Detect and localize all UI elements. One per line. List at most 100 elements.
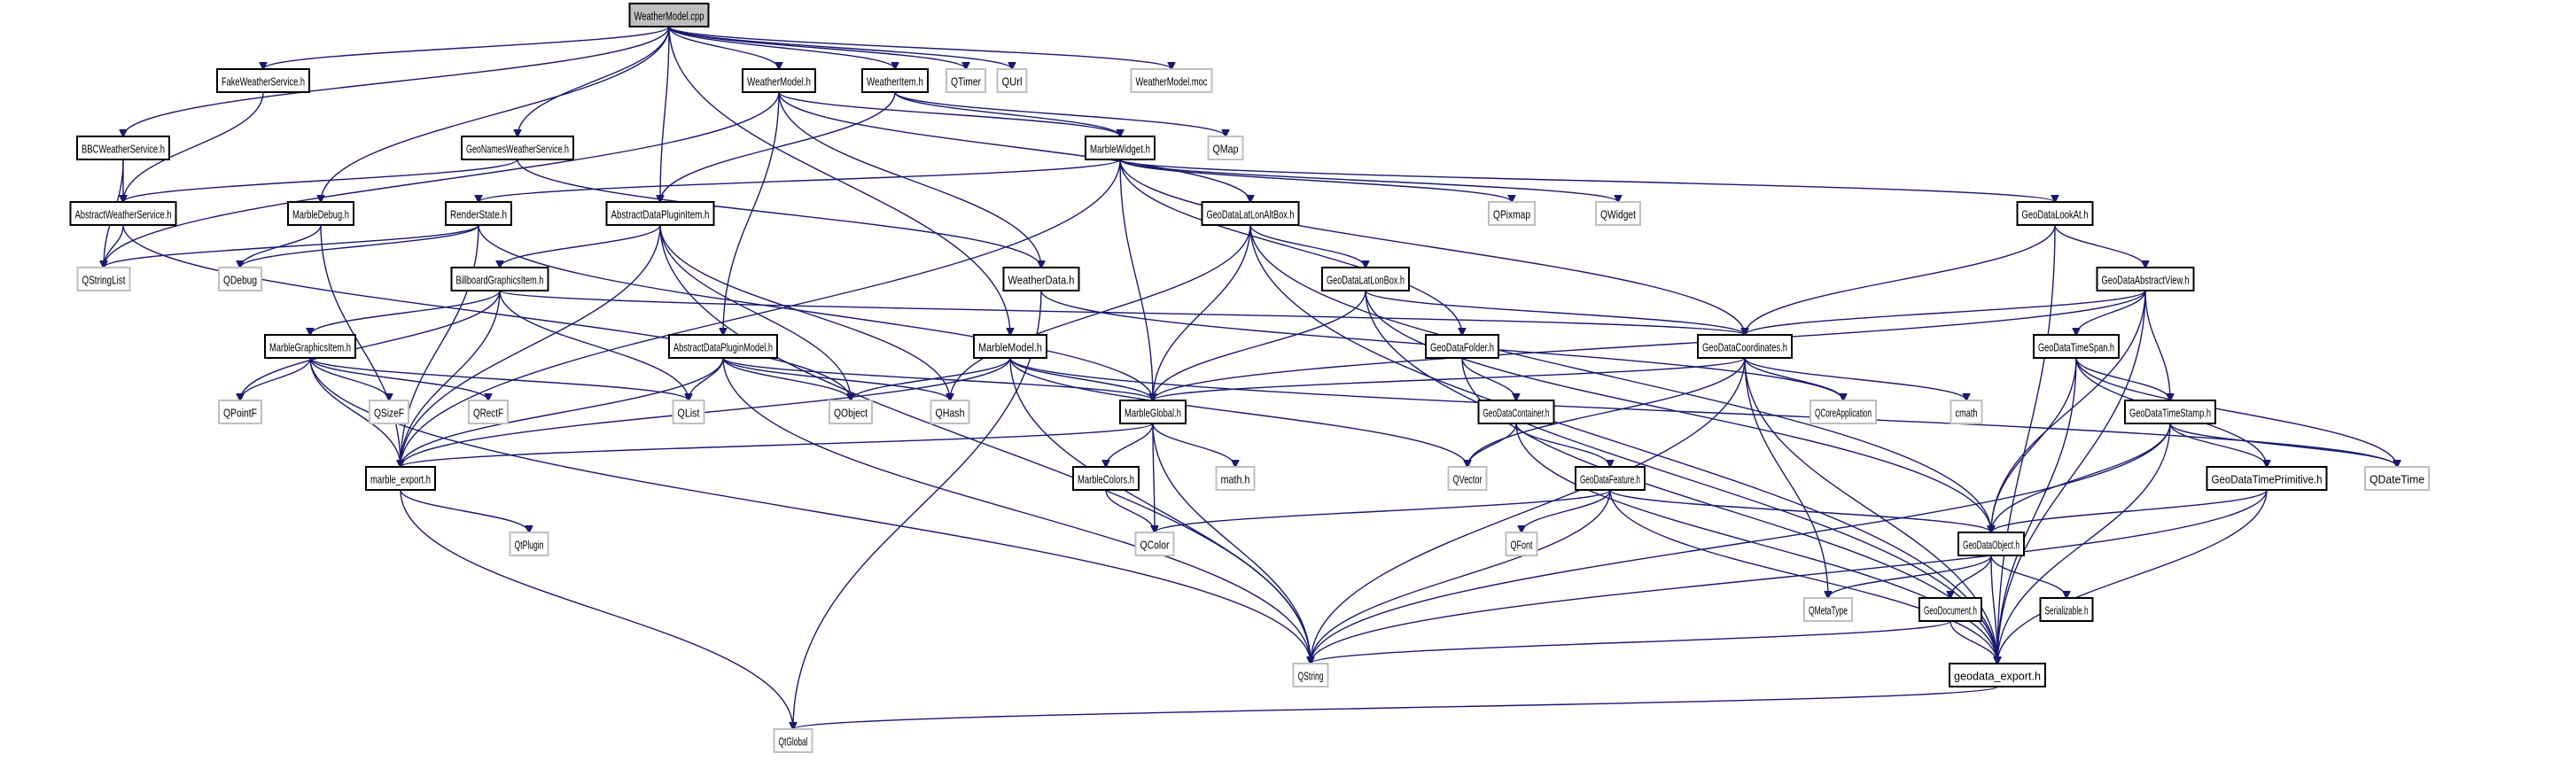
edge-geodocument-h-to-qstring — [1311, 620, 1951, 664]
node-label: GeoDataAbstractView.h — [2102, 274, 2190, 287]
node-box[interactable] — [1002, 267, 1080, 291]
node-box[interactable] — [445, 201, 512, 226]
node-geodatafolder-h[interactable]: GeoDataFolder.h — [1425, 334, 1499, 359]
node-geodocument-h[interactable]: GeoDocument.h — [1918, 597, 1982, 622]
node-box[interactable] — [1575, 466, 1646, 491]
node-weathermodel-cpp[interactable]: WeatherModel.cpp — [628, 3, 710, 27]
node-geodatafeature-h[interactable]: GeoDataFeature.h — [1575, 466, 1646, 491]
edge-weathermodel-h-to-geodatalatlonaltbox-h — [778, 91, 1250, 202]
edge-weathermodel-cpp-to-marbledebug-h — [321, 26, 670, 202]
edge-geodatacoordinates-h-to-qstring — [1311, 357, 1746, 664]
node-box[interactable] — [450, 267, 549, 291]
node-label: GeoDataTimeSpan.h — [2038, 341, 2114, 354]
node-box[interactable] — [2033, 334, 2120, 359]
node-serializable-h[interactable]: Serializable.h — [2039, 597, 2094, 622]
node-abstractweatherservice-h[interactable]: AbstractWeatherService.h — [69, 201, 177, 226]
node-bbcweatherservice-h[interactable]: BBCWeatherService.h — [76, 136, 170, 160]
node-box[interactable] — [1085, 136, 1156, 160]
node-box[interactable] — [742, 68, 816, 93]
node-box — [1207, 136, 1244, 160]
node-box[interactable] — [365, 466, 436, 491]
edge-geodatacontainer-h-to-qvector — [1467, 423, 1517, 467]
node-box[interactable] — [1477, 400, 1555, 424]
node-box[interactable] — [76, 136, 170, 160]
edge-abstractdatapluginitem-h-to-qstring — [659, 224, 1311, 664]
node-weatherdata-h[interactable]: WeatherData.h — [1002, 267, 1080, 291]
node-box — [1130, 68, 1213, 93]
node-box[interactable] — [1425, 334, 1499, 359]
node-label: QCoreApplication — [1815, 407, 1872, 420]
node-billboardgraphicsitem-h[interactable]: BillboardGraphicsItem.h — [450, 267, 549, 291]
node-geodatatimeprimitive-h[interactable]: GeoDataTimePrimitive.h — [2206, 466, 2328, 491]
node-box[interactable] — [861, 68, 929, 93]
node-box[interactable] — [461, 136, 574, 160]
node-geodataabstractview-h[interactable]: GeoDataAbstractView.h — [2096, 267, 2195, 291]
edge-abstractdatapluginmodel-h-to-qstring — [722, 357, 1311, 664]
node-box — [369, 400, 409, 424]
edge-geodatafeature-h-to-qfont — [1521, 489, 1611, 532]
node-box[interactable] — [1918, 597, 1982, 622]
node-marbleglobal-h[interactable]: MarbleGlobal.h — [1119, 400, 1187, 424]
node-marble-export-h[interactable]: marble_export.h — [365, 466, 436, 491]
node-box[interactable] — [1949, 663, 2046, 687]
node-geodatatimestamp-h[interactable]: GeoDataTimeStamp.h — [2124, 400, 2216, 424]
node-marblegraphicsitem-h[interactable]: MarbleGraphicsItem.h — [264, 334, 356, 359]
node-label: GeoDataCoordinates.h — [1702, 341, 1787, 354]
node-marblewidget-h[interactable]: MarbleWidget.h — [1085, 136, 1156, 160]
node-box[interactable] — [973, 334, 1047, 359]
edge-marbleglobal-h-to-marblecolors-h — [1106, 423, 1154, 467]
node-geonamesweatherservice-h[interactable]: GeoNamesWeatherService.h — [461, 136, 574, 160]
node-box[interactable] — [668, 334, 778, 359]
node-box[interactable] — [2039, 597, 2094, 622]
node-renderstate-h[interactable]: RenderState.h — [445, 201, 512, 226]
edge-abstractdatapluginmodel-h-to-qhash — [722, 357, 950, 400]
node-geodatacoordinates-h[interactable]: GeoDataCoordinates.h — [1697, 334, 1793, 359]
edge-marblewidget-h-to-geodatacoordinates-h — [1119, 159, 1745, 335]
node-box[interactable] — [287, 201, 354, 226]
node-box[interactable] — [216, 68, 310, 93]
edge-marblemodel-h-to-marble-export-h — [401, 357, 1011, 467]
node-weathermodel-h[interactable]: WeatherModel.h — [742, 68, 816, 93]
node-box[interactable] — [1201, 201, 1300, 226]
node-box[interactable] — [2016, 201, 2094, 226]
node-geodatalookat-h[interactable]: GeoDataLookAt.h — [2016, 201, 2094, 226]
node-box[interactable] — [1321, 267, 1410, 291]
node-geodatalatlonbox-h[interactable]: GeoDataLatLonBox.h — [1321, 267, 1410, 291]
edge-geodocument-h-to-geodata-export-h — [1950, 620, 1997, 664]
node-box — [1215, 466, 1256, 491]
node-geodatalatlonaltbox-h[interactable]: GeoDataLatLonAltBox.h — [1201, 201, 1300, 226]
node-box — [1803, 597, 1853, 622]
node-geodatatimespan-h[interactable]: GeoDataTimeSpan.h — [2033, 334, 2120, 359]
node-box[interactable] — [2206, 466, 2328, 491]
node-abstractdatapluginitem-h[interactable]: AbstractDataPluginItem.h — [605, 201, 715, 226]
node-box[interactable] — [605, 201, 715, 226]
node-box[interactable] — [2096, 267, 2195, 291]
node-math-h: math.h — [1215, 466, 1256, 491]
node-box[interactable] — [1119, 400, 1187, 424]
node-geodata-export-h[interactable]: geodata_export.h — [1949, 663, 2046, 687]
node-box[interactable] — [1072, 466, 1140, 491]
edge-marbledebug-h-to-marble-export-h — [320, 224, 401, 467]
node-qwidget: QWidget — [1595, 201, 1641, 226]
edge-marbledebug-h-to-qdebug — [240, 224, 322, 268]
node-box[interactable] — [1957, 532, 2025, 556]
node-qdatetime: QDateTime — [2364, 466, 2430, 491]
edge-geodatafeature-h-to-qcolor — [1155, 489, 1611, 532]
node-marblemodel-h[interactable]: MarbleModel.h — [973, 334, 1047, 359]
edge-geodatatimespan-h-to-qdatetime — [2075, 357, 2397, 467]
node-geodataobject-h[interactable]: GeoDataObject.h — [1957, 532, 2025, 556]
node-marbledebug-h[interactable]: MarbleDebug.h — [287, 201, 354, 226]
node-box[interactable] — [1697, 334, 1793, 359]
edge-weathermodel-cpp-to-marblemodel-h — [668, 26, 1010, 335]
node-abstractdatapluginmodel-h[interactable]: AbstractDataPluginModel.h — [668, 334, 778, 359]
node-geodatacontainer-h[interactable]: GeoDataContainer.h — [1477, 400, 1555, 424]
node-label: MarbleGraphicsItem.h — [269, 341, 351, 354]
node-box[interactable] — [2124, 400, 2216, 424]
node-weatheritem-h[interactable]: WeatherItem.h — [861, 68, 929, 93]
node-fakeweatherservice-h[interactable]: FakeWeatherService.h — [216, 68, 310, 93]
node-box[interactable] — [69, 201, 177, 226]
node-box[interactable] — [264, 334, 356, 359]
edge-weatheritem-h-to-abstractdatapluginitem-h — [660, 91, 896, 202]
node-box[interactable] — [628, 3, 710, 27]
node-marblecolors-h[interactable]: MarbleColors.h — [1072, 466, 1140, 491]
